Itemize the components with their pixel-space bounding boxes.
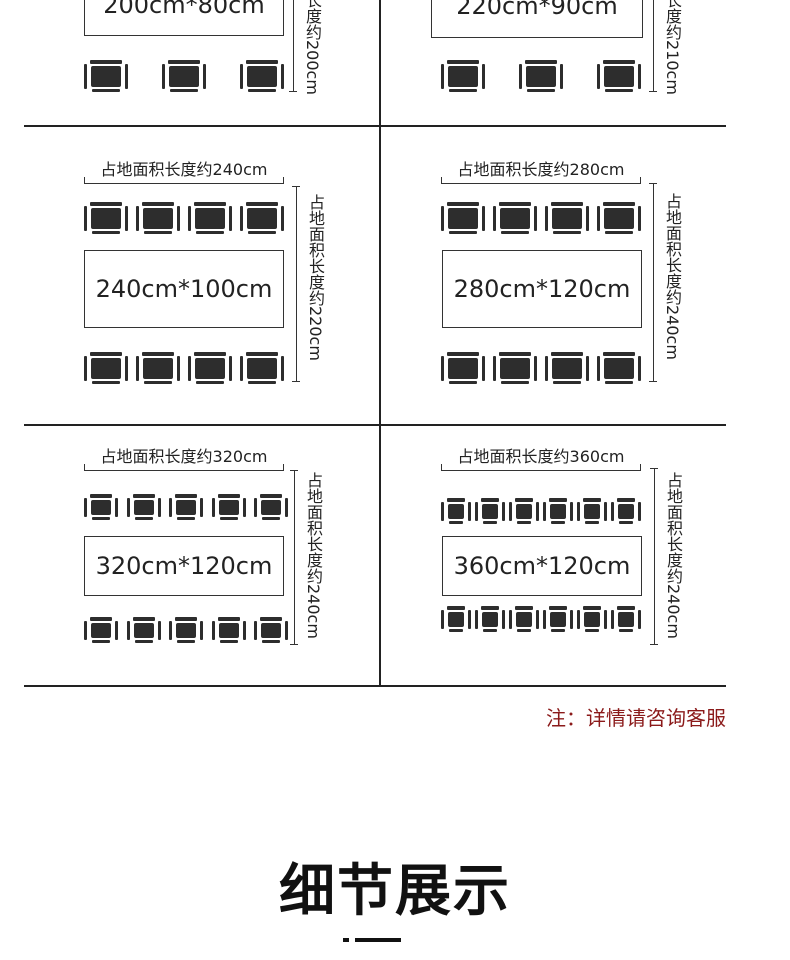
depth-label: 占地面积长度约210cm [663, 0, 682, 95]
chair-icon [84, 60, 128, 92]
chair-icon [611, 498, 641, 524]
chair-icon [240, 352, 284, 384]
chair-icon [240, 202, 284, 234]
chair-icon [136, 352, 180, 384]
grid-divider-horizontal [24, 125, 726, 127]
chair-icon [509, 606, 539, 632]
chair-icon [577, 606, 607, 632]
width-dimension: 占地面积长度约320cm [84, 443, 284, 471]
depth-label: 占地面积长度约220cm [306, 194, 325, 361]
chair-icon [441, 606, 471, 632]
chair-icon [254, 617, 288, 643]
chair-icon [493, 352, 537, 384]
chair-icon [84, 617, 118, 643]
chair-icon [509, 498, 539, 524]
chair-icon [162, 60, 206, 92]
width-dimension: 占地面积长度约280cm [441, 156, 641, 184]
chair-icon [169, 494, 203, 520]
depth-label: 占地面积长度约240cm [663, 193, 682, 360]
chair-icon [441, 498, 471, 524]
customer-service-note: 注：详情请咨询客服 [546, 706, 726, 730]
chair-icon [441, 352, 485, 384]
chair-icon [611, 606, 641, 632]
chair-icon [188, 352, 232, 384]
depth-label: 占地面积长度约200cm [303, 0, 322, 95]
chair-icon [188, 202, 232, 234]
grid-divider-horizontal [24, 685, 726, 687]
width-dimension: 占地面积长度约360cm [441, 443, 641, 471]
chair-icon [493, 202, 537, 234]
chair-icon [597, 60, 641, 92]
table-size-label: 200cm*80cm [84, 0, 284, 36]
chair-icon [441, 60, 485, 92]
chair-icon [169, 617, 203, 643]
chair-icon [519, 60, 563, 92]
section-title: 细节展示 [279, 859, 511, 924]
chair-icon [84, 202, 128, 234]
title-underline [355, 938, 401, 942]
table-size-label: 360cm*120cm [442, 536, 642, 596]
width-dimension: 占地面积长度约240cm [84, 156, 284, 184]
chair-icon [84, 352, 128, 384]
chair-icon [126, 617, 161, 643]
width-label: 占地面积长度约320cm [100, 447, 268, 466]
chair-icon [597, 202, 641, 234]
table-size-label: 320cm*120cm [84, 536, 284, 596]
chair-icon [543, 498, 573, 524]
chair-icon [211, 617, 246, 643]
chair-icon [543, 606, 573, 632]
chair-icon [597, 352, 641, 384]
grid-divider-vertical [379, 0, 381, 686]
depth-label: 占地面积长度约240cm [304, 472, 323, 639]
table-size-label: 220cm*90cm [431, 0, 643, 38]
chair-icon [475, 606, 505, 632]
chair-icon [84, 494, 118, 520]
chair-icon [577, 498, 607, 524]
chair-icon [254, 494, 288, 520]
chair-icon [475, 498, 505, 524]
chair-icon [441, 202, 485, 234]
chair-icon [545, 202, 589, 234]
chair-icon [126, 494, 161, 520]
width-label: 占地面积长度约280cm [457, 160, 625, 179]
chair-icon [211, 494, 246, 520]
table-size-label: 280cm*120cm [442, 250, 642, 328]
grid-divider-horizontal [24, 424, 726, 426]
chair-icon [240, 60, 284, 92]
depth-label: 占地面积长度约240cm [664, 472, 683, 639]
title-underline-dot [343, 938, 349, 942]
width-label: 占地面积长度约360cm [457, 447, 625, 466]
table-size-label: 240cm*100cm [84, 250, 284, 328]
width-label: 占地面积长度约240cm [100, 160, 268, 179]
chair-icon [136, 202, 180, 234]
chair-icon [545, 352, 589, 384]
